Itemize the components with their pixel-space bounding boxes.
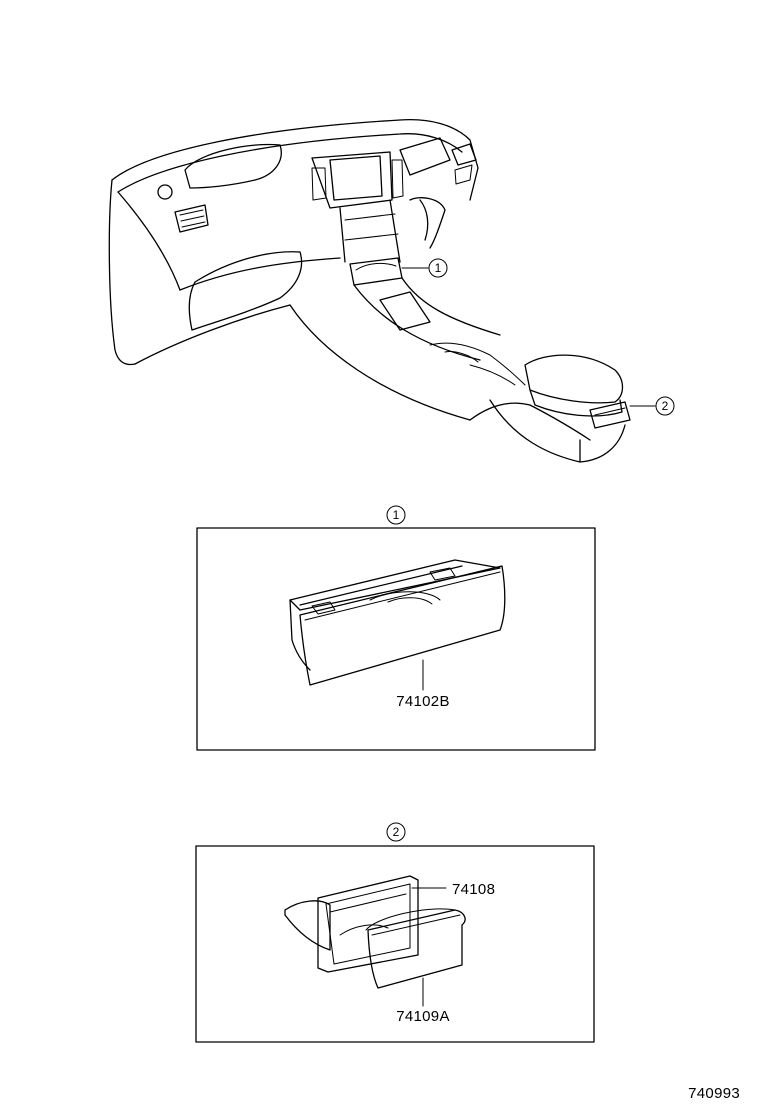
dashboard-illustration — [108, 119, 656, 463]
part-number-74108: 74108 — [452, 881, 495, 898]
panel-2: 2 74108 74109A — [195, 822, 595, 1043]
panel-2-callout: 2 — [393, 825, 400, 839]
callout-2-marker: 2 — [655, 396, 675, 416]
ashtray-illustration — [289, 559, 506, 686]
panel-2-frame — [195, 845, 595, 1043]
callout-1-label: 1 — [435, 261, 442, 275]
cup-holder-illustration — [284, 875, 466, 989]
panel-1: 1 74102B — [196, 505, 596, 751]
callout-2-label: 2 — [662, 399, 669, 413]
callout-1-marker: 1 — [428, 258, 448, 278]
diagram-number: 740993 — [688, 1085, 740, 1102]
part-number-74109A: 74109A — [396, 1008, 450, 1025]
panel-1-callout: 1 — [393, 508, 400, 522]
panel-1-frame — [196, 527, 596, 751]
part-number-74102B: 74102B — [396, 693, 450, 710]
